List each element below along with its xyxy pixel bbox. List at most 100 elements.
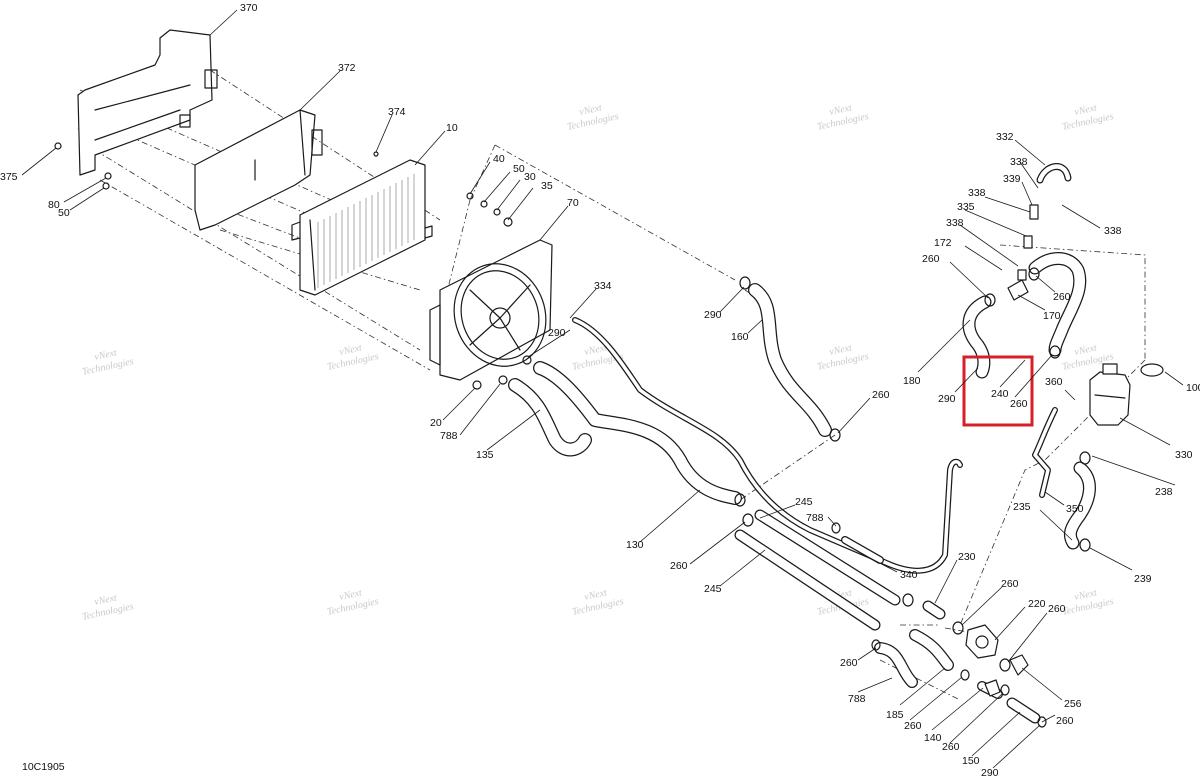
callout-332: 332: [996, 131, 1014, 143]
callout-338d: 338: [1104, 225, 1122, 237]
radiator-10: [291, 159, 433, 296]
highlight-box: [962, 355, 1034, 427]
callout-330: 330: [1175, 449, 1193, 461]
callout-245a: 245: [795, 496, 813, 508]
callout-788a: 788: [440, 430, 458, 442]
callout-338b: 338: [968, 187, 986, 199]
hose-350: [1032, 407, 1058, 498]
callout-260d: 260: [1053, 291, 1071, 303]
pipe-245b: [734, 529, 881, 631]
hose-340: [841, 536, 884, 564]
callout-260b: 260: [670, 560, 688, 572]
callout-238: 238: [1155, 486, 1173, 498]
callout-245b: 245: [704, 583, 722, 595]
callout-339: 339: [1003, 173, 1021, 185]
hose-185: [909, 629, 954, 671]
reservoir-cap-100: [1140, 363, 1164, 377]
diagram-code: 10C1905: [22, 761, 65, 773]
callout-135: 135: [476, 449, 494, 461]
callout-50b: 50: [513, 163, 525, 175]
callout-260e: 260: [1010, 398, 1028, 410]
watermark-text: vNext: [828, 102, 853, 118]
callout-100: 100: [1186, 382, 1200, 394]
pipe-245a: [754, 509, 901, 606]
watermark-text: vNext: [1073, 342, 1098, 358]
callout-140: 140: [924, 732, 942, 744]
callout-360: 360: [1045, 376, 1063, 388]
hose-160: [748, 283, 832, 437]
callout-235: 235: [1013, 501, 1031, 513]
callout-70: 70: [567, 197, 579, 209]
tube-334: [572, 317, 963, 574]
hose-clamps: [734, 267, 1091, 728]
fan-assembly-70: [429, 239, 553, 381]
watermark-text: vNext: [828, 342, 853, 358]
callout-172: 172: [934, 237, 952, 249]
watermark-text: vNext: [338, 587, 363, 603]
callout-30: 30: [524, 171, 536, 183]
callout-340: 340: [900, 569, 918, 581]
bleed-valve-335: [1023, 204, 1039, 249]
callout-239: 239: [1134, 573, 1152, 585]
hose-150: [1006, 697, 1041, 724]
callout-788c: 788: [848, 693, 866, 705]
callout-185: 185: [886, 709, 904, 721]
callout-220: 220: [1028, 598, 1046, 610]
connector-256: [1009, 654, 1029, 676]
shroud-bracket-370: [77, 29, 218, 176]
callout-338a: 338: [1010, 156, 1028, 168]
callout-334: 334: [594, 280, 612, 292]
hose-135: [508, 378, 592, 457]
callout-788b: 788: [806, 512, 824, 524]
hose-upper-right: [1028, 252, 1087, 357]
callout-260f: 260: [1001, 578, 1019, 590]
callout-230: 230: [958, 551, 976, 563]
hose-180: [962, 295, 992, 379]
coolant-reservoir-330: [1089, 363, 1131, 426]
callout-170: 170: [1043, 310, 1061, 322]
watermark-text: vNext: [1073, 102, 1098, 118]
callout-240: 240: [991, 388, 1009, 400]
callout-335: 335: [957, 201, 975, 213]
hose-235: [1063, 461, 1096, 550]
watermark-text: vNext: [338, 342, 363, 358]
callout-370: 370: [240, 2, 258, 14]
callout-260g: 260: [1048, 603, 1066, 615]
watermark-text: vNext: [93, 592, 118, 608]
callout-150: 150: [962, 755, 980, 767]
callout-180: 180: [903, 375, 921, 387]
watermark-text: vNext: [578, 102, 603, 118]
callout-290a: 290: [704, 309, 722, 321]
connector-785: [984, 679, 1001, 697]
fitting-170: [1007, 269, 1029, 301]
leader-lines: [21, 9, 1184, 769]
callout-350: 350: [1066, 503, 1084, 515]
callout-375: 375: [0, 171, 18, 183]
callout-10: 10: [446, 122, 458, 134]
callout-35: 35: [541, 180, 553, 192]
callout-290d: 290: [981, 767, 999, 778]
hose-130: [533, 361, 742, 505]
callout-260c: 260: [922, 253, 940, 265]
callout-374: 374: [388, 106, 406, 118]
watermark-text: vNext: [93, 347, 118, 363]
hose-332: [1036, 163, 1072, 184]
watermark-text: vNext: [583, 587, 608, 603]
callout-260h: 260: [840, 657, 858, 669]
callout-160: 160: [731, 331, 749, 343]
watermark-text: vNext: [583, 342, 608, 358]
callout-260k: 260: [1056, 715, 1074, 727]
callout-50a: 50: [58, 207, 70, 219]
hose-230: [922, 600, 946, 620]
callout-372: 372: [338, 62, 356, 74]
